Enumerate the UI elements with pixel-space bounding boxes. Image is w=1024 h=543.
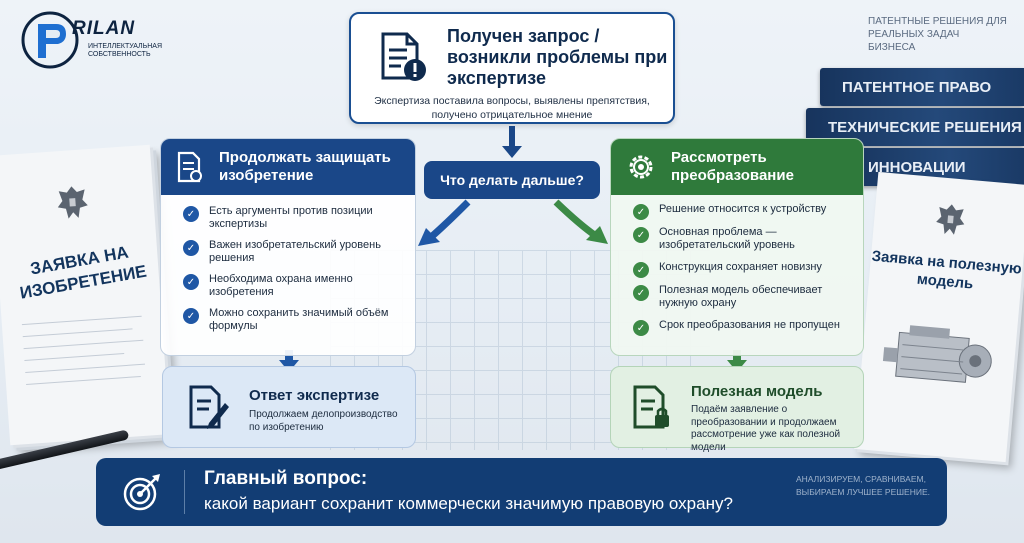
list-item: ✓Необходима охрана именно изобретения xyxy=(183,273,408,307)
utility-model-title: Полезная модель xyxy=(691,383,823,400)
arrow-right-icon xyxy=(586,226,608,244)
list-item: ✓Полезная модель обеспечивает нужную охр… xyxy=(633,284,858,319)
invention-application-document: ЗАЯВКА НА ИЗОБРЕТЕНИЕ xyxy=(0,144,170,446)
list-item: ✓Решение относится к устройству xyxy=(633,203,858,226)
utility-model-text: Подаём заявление о преобразовании и прод… xyxy=(691,404,841,453)
arrow-left-icon xyxy=(418,228,440,246)
check-icon: ✓ xyxy=(183,240,199,256)
list-item: ✓Основная проблема — изобретательский ур… xyxy=(633,226,858,261)
check-icon: ✓ xyxy=(633,285,649,301)
rilan-logo-icon xyxy=(21,11,79,69)
list-item: ✓Конструкция сохраняет новизну xyxy=(633,261,858,284)
start-card: Получен запрос / возникли проблемы при э… xyxy=(349,12,675,124)
check-icon: ✓ xyxy=(183,206,199,222)
banner-divider xyxy=(184,470,185,514)
main-question-subtitle: какой вариант сохранит коммерчески значи… xyxy=(204,494,733,513)
tagline: ПАТЕНТНЫЕ РЕШЕНИЯ ДЛЯ РЕАЛЬНЫХ ЗАДАЧ БИЗ… xyxy=(868,16,1007,53)
consider-conversion-header: Рассмотреть преобразование xyxy=(611,139,863,195)
emblem-icon xyxy=(57,186,88,219)
emblem-icon xyxy=(936,204,965,235)
start-title: Получен запрос / возникли проблемы при э… xyxy=(447,26,668,88)
continue-invention-header: Продолжать защищать изобретение xyxy=(161,139,415,195)
list-item: ✓Срок преобразования не пропущен xyxy=(633,319,858,349)
book-innovations: ИННОВАЦИИ xyxy=(838,148,1024,186)
list-item: ✓Важен изобретательский уровень решения xyxy=(183,239,408,273)
arrow-down-icon xyxy=(502,146,522,158)
utility-model-application-document: Заявка на полезную модель xyxy=(854,171,1024,463)
decision-node: Что делать дальше? xyxy=(424,161,600,199)
check-icon: ✓ xyxy=(633,262,649,278)
check-icon: ✓ xyxy=(183,308,199,324)
document-warning-icon xyxy=(381,32,426,81)
target-icon xyxy=(123,474,160,511)
brand-name: RILAN xyxy=(72,18,136,39)
check-icon: ✓ xyxy=(633,227,649,243)
utility-model-card: Полезная модель Подаём заявление о преоб… xyxy=(610,366,864,453)
document-pen-icon xyxy=(189,385,229,429)
consider-conversion-title: Рассмотреть преобразование xyxy=(671,149,794,184)
left-items-list: ✓Есть аргументы против позиции экспертиз… xyxy=(183,205,408,341)
document-edit-icon xyxy=(177,151,202,183)
continue-invention-title: Продолжать защищать изобретение xyxy=(219,149,391,184)
examination-response-text: Продолжаем делопроизводство по изобретен… xyxy=(249,409,398,433)
examination-response-title: Ответ экспертизе xyxy=(249,387,380,404)
check-icon: ✓ xyxy=(633,204,649,220)
list-item: ✓Можно сохранить значимый объём формулы xyxy=(183,307,408,341)
gear-icon xyxy=(629,155,653,179)
banner-side-note: АНАЛИЗИРУЕМ, СРАВНИВАЕМ, ВЫБИРАЕМ ЛУЧШЕЕ… xyxy=(796,474,930,497)
check-icon: ✓ xyxy=(633,320,649,336)
right-items-list: ✓Решение относится к устройству ✓Основна… xyxy=(633,203,858,349)
start-subtitle: Экспертиза поставила вопросы, выявлены п… xyxy=(374,95,650,121)
main-question-title: Главный вопрос: xyxy=(204,468,368,489)
engine-drawing-icon xyxy=(882,325,992,383)
list-item: ✓Есть аргументы против позиции экспертиз… xyxy=(183,205,408,239)
document-lock-icon xyxy=(633,385,669,429)
continue-invention-card: Продолжать защищать изобретение ✓Есть ар… xyxy=(160,138,416,356)
book-stack: ПАТЕНТНОЕ ПРАВО ТЕХНИЧЕСКИЕ РЕШЕНИЯ ИННО… xyxy=(806,68,1024,198)
brand-subtitle: ИНТЕЛЛЕКТУАЛЬНАЯ СОБСТВЕННОСТЬ xyxy=(88,43,163,58)
examination-response-card: Ответ экспертизе Продолжаем делопроизвод… xyxy=(162,366,416,448)
consider-conversion-card: Рассмотреть преобразование ✓Решение отно… xyxy=(610,138,864,356)
check-icon: ✓ xyxy=(183,274,199,290)
main-question-banner: Главный вопрос: какой вариант сохранит к… xyxy=(96,458,947,526)
book-patent-law: ПАТЕНТНОЕ ПРАВО xyxy=(820,68,1024,106)
